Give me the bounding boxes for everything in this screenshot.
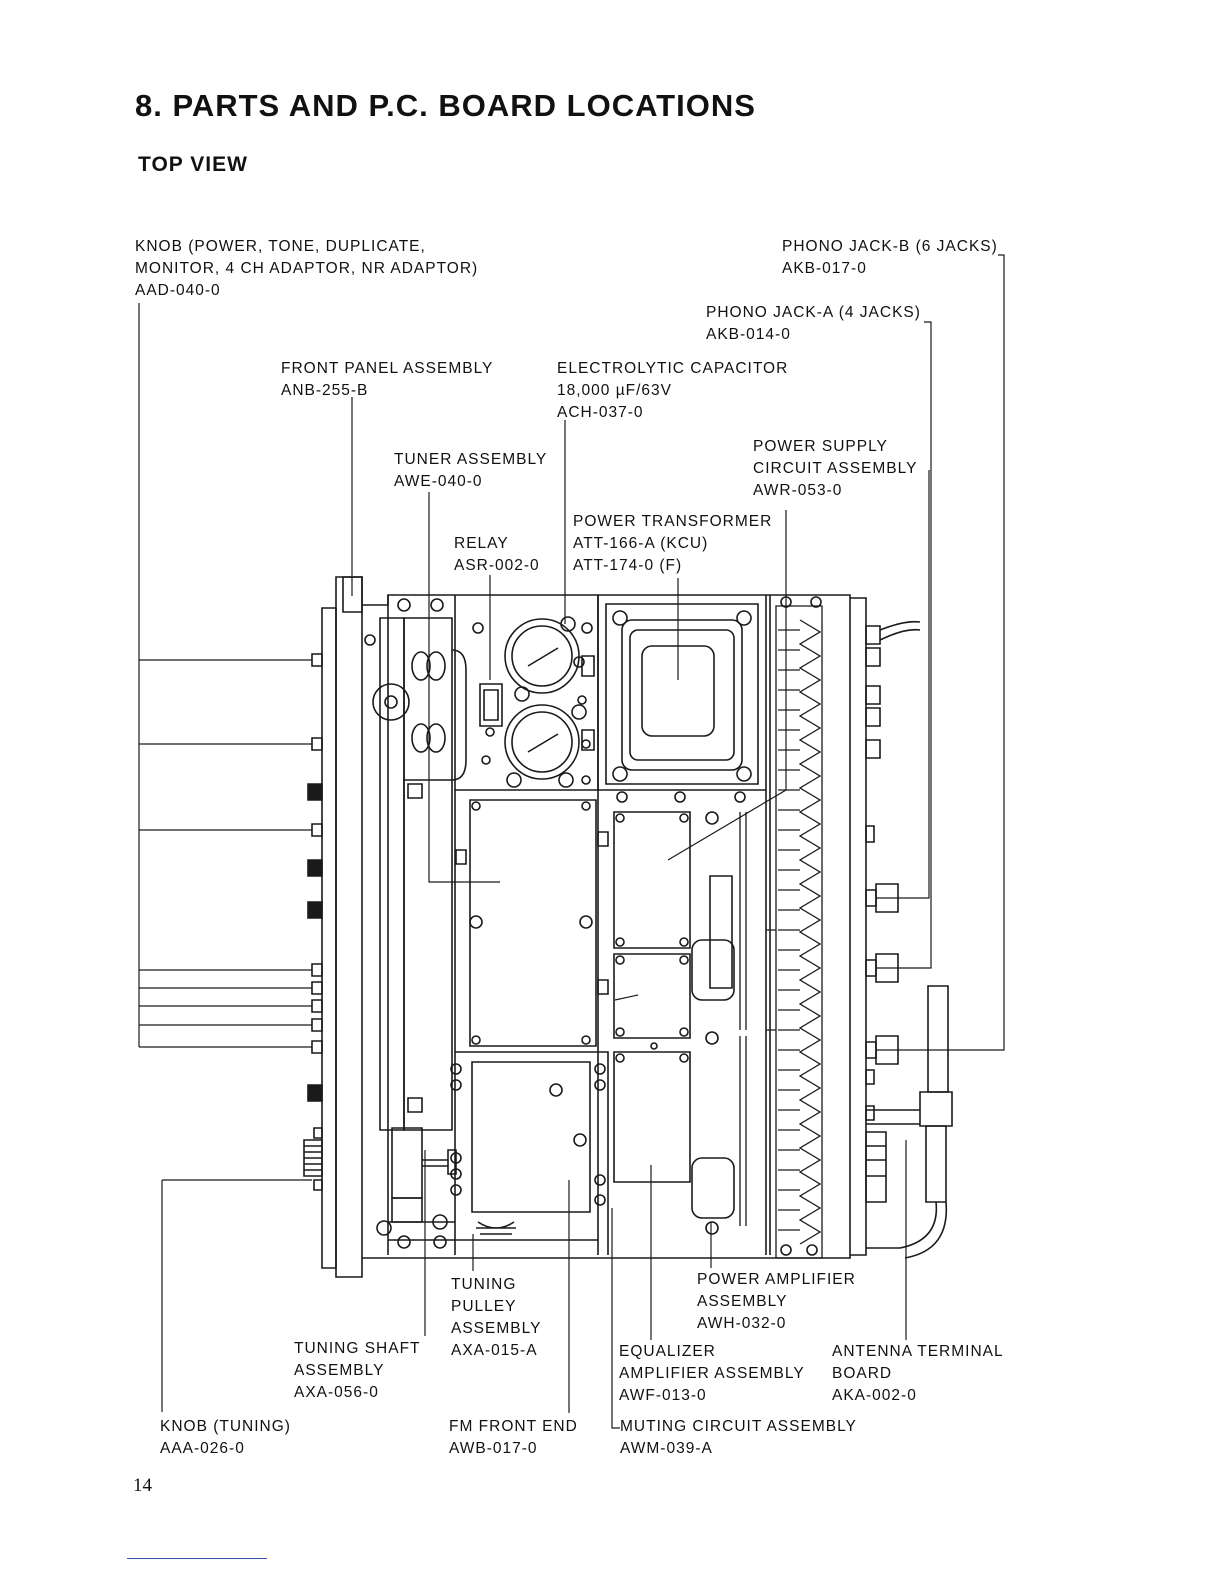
electrolytic-capacitors (505, 617, 594, 787)
heat-sink (740, 606, 822, 1258)
footer-rule (127, 1558, 267, 1559)
leader-lines (139, 255, 1004, 1428)
label-knob-power: KNOB (POWER, TONE, DUPLICATE,MONITOR, 4 … (135, 238, 479, 299)
page-title: 8. PARTS AND P.C. BOARD LOCATIONS (135, 88, 756, 123)
power-transformer (606, 604, 758, 784)
label-phono-jack-a: PHONO JACK-A (4 JACKS)AKB-014-0 (706, 304, 921, 343)
label-knob-tuning: KNOB (TUNING)AAA-026-0 (160, 1418, 291, 1457)
tuner-assembly (373, 618, 466, 1130)
tuning-pulley (392, 1128, 516, 1234)
front-panel-assembly (304, 577, 362, 1277)
chassis (362, 595, 866, 1258)
label-phono-jack-b: PHONO JACK-B (6 JACKS)AKB-017-0 (782, 238, 998, 277)
screws (365, 597, 821, 1255)
view-subtitle: TOP VIEW (138, 153, 248, 176)
page-number: 14 (133, 1475, 152, 1496)
relay (473, 623, 502, 764)
rear-panel (866, 622, 952, 1258)
pc-boards (456, 800, 734, 1218)
